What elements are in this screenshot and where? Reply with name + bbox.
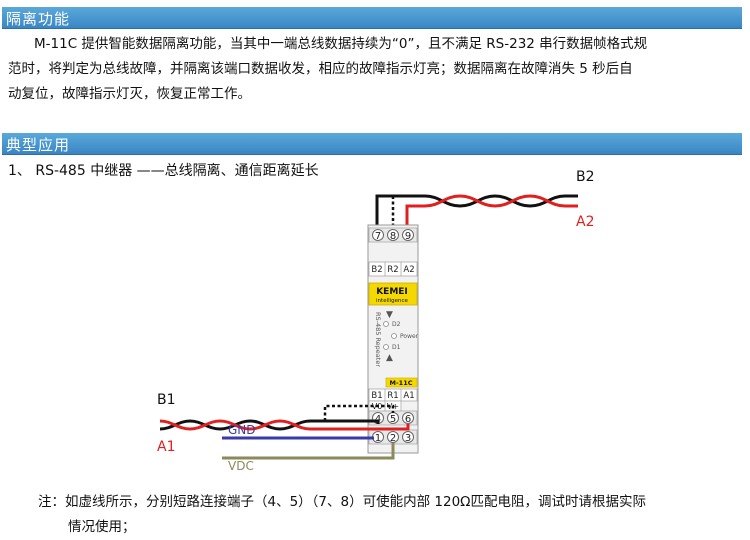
- a1-wire: [159, 419, 410, 431]
- terminal-9-label: 9: [405, 231, 411, 242]
- terminal-1-label: 1: [375, 433, 381, 444]
- port-label: R1: [387, 391, 398, 401]
- led-d1-label: D1: [392, 344, 401, 351]
- b1-label: B1: [157, 392, 176, 408]
- paragraph-line: M-11C 提供智能数据隔离功能，当其中一端总线数据持续为“0”，且不满足 RS…: [34, 36, 648, 52]
- terminal-note: 注：如虚线所示，分别短路连接端子（4、5）（7、8）可使能内部 120Ω匹配电阻…: [38, 490, 743, 540]
- terminal-5-label: 5: [390, 414, 396, 425]
- a2-label: A2: [576, 214, 594, 230]
- a2-wire: [405, 194, 578, 232]
- terminal-7: [372, 229, 384, 241]
- port-label: A2: [403, 265, 414, 275]
- isolation-paragraph: M-11C 提供智能数据隔离功能，当其中一端总线数据持续为“0”，且不满足 RS…: [8, 32, 743, 107]
- b1-wire: [159, 419, 380, 431]
- model-plate: [385, 377, 418, 388]
- gnd-label: GND: [228, 423, 256, 437]
- port-label: R2: [387, 265, 398, 275]
- b2-label: B2: [576, 169, 595, 185]
- terminal-6-label: 6: [405, 414, 411, 425]
- brand-logo: KEMEI: [376, 287, 408, 297]
- terminal-3: [402, 431, 414, 443]
- brand-plate: [368, 282, 418, 306]
- led-power-label: Power: [400, 333, 419, 340]
- application-item-title: 1、 RS-485 中继器 ——总线隔离、通信距离延长: [8, 163, 319, 179]
- vdc-wire: [222, 443, 395, 460]
- led-d2: [383, 321, 389, 327]
- port-label-strip-top: [368, 261, 418, 277]
- a1-label: A1: [157, 439, 175, 455]
- arrow-down-icon: ▼: [386, 310, 393, 320]
- model-label: M-11C: [390, 379, 413, 387]
- brand-subtitle: intelligence: [376, 298, 409, 304]
- port-label: B2: [371, 265, 382, 275]
- terminal-6: [402, 412, 414, 424]
- section-header-application: 典型应用: [2, 133, 742, 155]
- section-title: 典型应用: [6, 136, 71, 154]
- terminal-4-5-jumper: [323, 404, 395, 421]
- section-header-isolation: 隔离功能: [2, 7, 742, 29]
- port-label: A1: [403, 391, 414, 401]
- paragraph-line: 动复位，故障指示灯灭，恢复正常工作。: [8, 86, 251, 102]
- terminal-9: [402, 229, 414, 241]
- terminal-3-label: 3: [405, 433, 411, 444]
- paragraph-line: 范时，将判定为总线故障，并隔离该端口数据收发，相应的故障指示灯亮；数据隔离在故障…: [8, 61, 633, 77]
- terminal-2: [387, 431, 399, 443]
- led-power: [391, 333, 397, 339]
- terminal-8: [387, 229, 399, 241]
- terminal-7-label: 7: [375, 231, 381, 242]
- section-title: 隔离功能: [6, 10, 71, 28]
- module-side-text: RS-485 Repeater: [374, 312, 382, 367]
- arrow-up-icon: ▲: [386, 353, 393, 363]
- led-d2-label: D2: [392, 321, 401, 328]
- port-label: B1: [371, 391, 382, 401]
- note-line: 注：如虚线所示，分别短路连接端子（4、5）（7、8）可使能内部 120Ω匹配电阻…: [38, 494, 646, 510]
- terminal-8-label: 8: [390, 231, 396, 242]
- vdc-label: VDC: [228, 459, 254, 473]
- terminal-2-label: 2: [390, 433, 396, 444]
- led-d1: [383, 344, 389, 350]
- note-line: 情况使用；: [68, 519, 136, 535]
